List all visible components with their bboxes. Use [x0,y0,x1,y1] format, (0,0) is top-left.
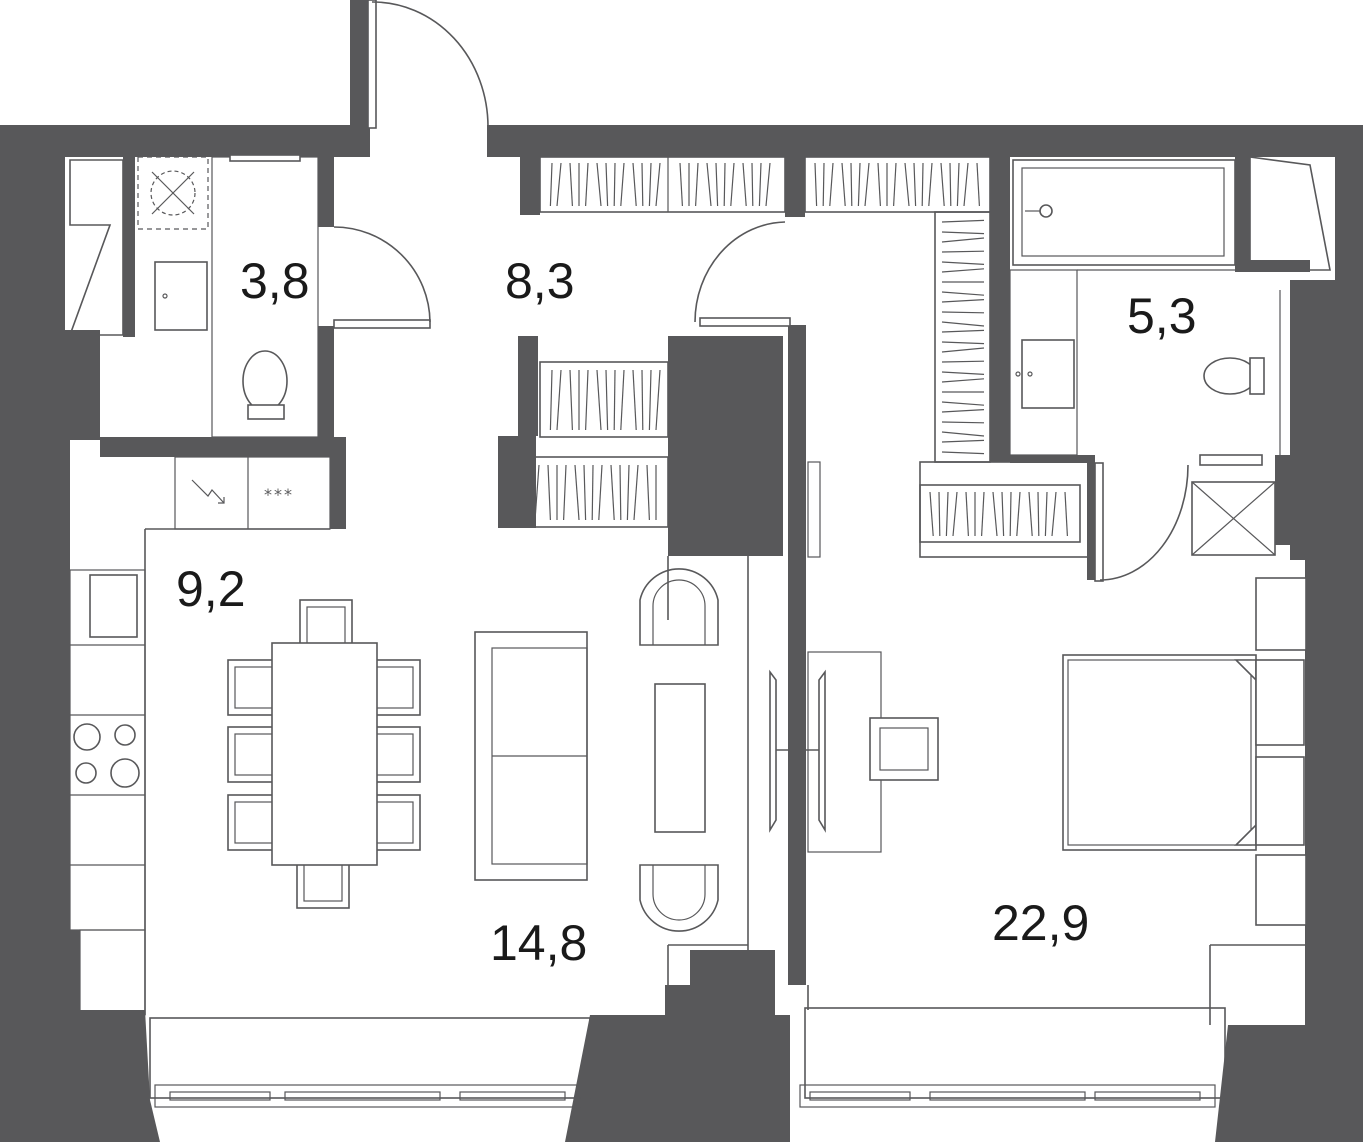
stove-icon [70,714,145,796]
windows [149,1007,1226,1108]
armchair-icon [639,568,719,646]
bathroom-fixtures [1009,156,1331,556]
desk-chair-icon [869,717,939,781]
ventilation-icon [191,479,225,504]
room-area-bathroom: 5,3 [1127,288,1197,344]
water-riser-icon [1191,481,1276,556]
kitchen-fixtures: *** [69,456,331,1016]
toilet-icon [242,350,288,420]
area-labels: 3,8 8,3 5,3 9,2 14,8 22,9 [176,253,1197,971]
bedroom-furniture [807,461,1307,1025]
bathtub-icon [1012,159,1236,266]
tv-icon [769,669,826,833]
wardrobe-hatching [527,162,1068,537]
living-furniture [474,556,749,985]
sofa-icon [474,631,588,881]
room-area-living: 14,8 [490,915,587,971]
room-area-kitchen: 9,2 [176,561,246,617]
door-swing-icon [333,226,431,329]
nightstand-icon [1255,577,1307,651]
bed-icon [1062,654,1305,851]
dining-set [227,599,421,909]
wardrobe-icon [804,156,1091,558]
door-swing-icon [1094,462,1189,582]
sink-icon [1015,339,1075,409]
wc-fixtures [68,154,319,438]
toilet-icon [1203,357,1265,395]
table-icon [271,642,378,866]
coffee-table-icon [654,683,706,833]
door-swing-icon [367,0,489,129]
nightstand-icon [1255,854,1307,926]
floor-drain-icon [137,156,209,230]
wardrobe-icon [517,156,786,528]
door-swing-icon [694,221,791,327]
room-area-bedroom: 22,9 [992,895,1089,951]
doors [333,0,1189,582]
interior-walls [100,157,1310,985]
sink-icon [154,261,208,331]
room-area-hall: 8,3 [505,253,575,309]
room-area-wc: 3,8 [240,253,310,309]
armchair-icon [639,864,719,932]
electric-panel-label: *** [264,485,294,504]
